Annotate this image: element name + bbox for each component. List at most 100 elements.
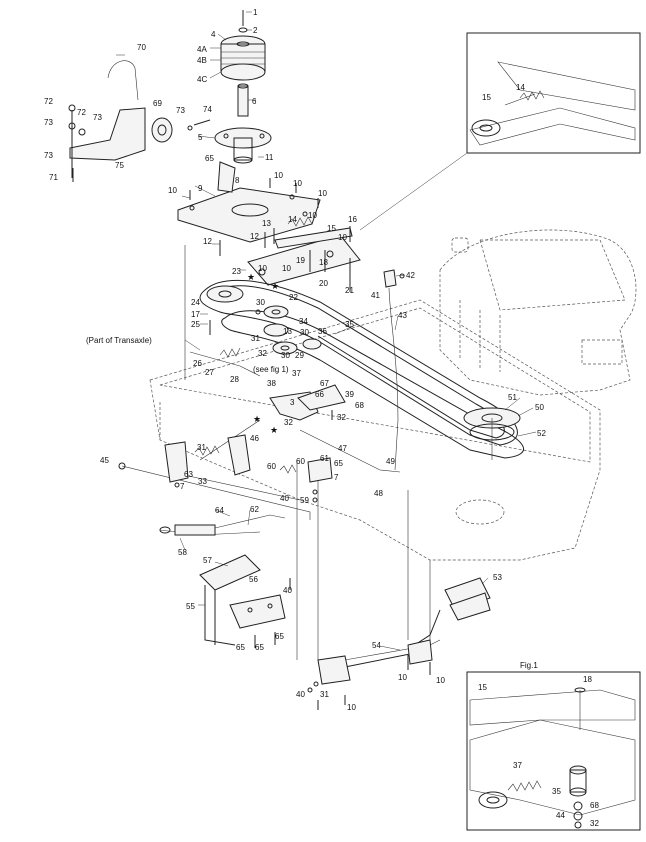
callout-40c: 40 [296,690,305,699]
star-marker: ★ [271,282,279,292]
callout-51: 51 [508,393,517,402]
detail-inset-fig1: Fig.1 15 18 37 35 68 44 32 [466,661,641,831]
callout-65e: 65 [255,643,264,652]
callout-32-fig1: 32 [590,819,599,828]
callout-74: 74 [203,105,212,114]
callout-34: 34 [299,317,308,326]
callout-73d: 73 [44,151,53,160]
callout-32b: 32 [284,418,293,427]
callout-10c: 10 [293,179,302,188]
callout-75: 75 [115,161,124,170]
callout-29: 29 [295,351,304,360]
note-part-of-transaxle: (Part of Transaxle) [86,336,152,345]
callout-37: 37 [292,369,301,378]
callout-4: 4 [211,30,216,39]
mounting-plate [177,161,321,243]
callout-1: 1 [253,8,258,17]
chassis-frame [149,299,601,561]
center-levers [164,384,346,483]
callout-36: 36 [318,327,327,336]
callout-26: 26 [193,359,202,368]
callout-45: 45 [100,456,109,465]
callout-61: 61 [320,454,329,463]
callout-66: 66 [315,390,324,399]
callout-5: 5 [198,133,203,142]
callout-10k: 10 [347,703,356,712]
callout-60b: 60 [267,462,276,471]
callout-11: 11 [265,153,274,162]
callout-65b: 65 [334,459,343,468]
drive-belts [199,279,525,459]
callout-20: 20 [319,279,328,288]
callout-60a: 60 [296,457,305,466]
callout-12a: 12 [250,232,259,241]
callout-10d: 10 [318,189,327,198]
callout-30b: 30 [300,328,309,337]
callout-52: 52 [537,429,546,438]
callout-54: 54 [372,641,381,650]
callout-13b: 13 [283,327,292,336]
callout-30c: 30 [281,351,290,360]
callout-48: 48 [374,489,383,498]
callout-17: 17 [191,310,200,319]
callout-18: 18 [319,258,328,267]
callout-39: 39 [345,390,354,399]
callout-44-fig1: 44 [556,811,565,820]
brake-pedal-assembly [199,554,286,646]
callout-10a: 10 [168,186,177,195]
electric-clutch-assembly [214,10,272,164]
callout-31c: 31 [320,690,329,699]
callout-65d: 65 [236,643,245,652]
callout-32a: 32 [258,349,267,358]
callout-35-fig1: 35 [552,787,561,796]
callout-72a: 72 [44,97,53,106]
callout-4C: 4C [197,75,207,84]
callout-10f: 10 [338,233,347,242]
engine [439,229,637,396]
callout-72b: 72 [77,108,86,117]
callout-32c: 32 [337,413,346,422]
callout-68-fig1: 68 [590,801,599,810]
callout-3: 3 [290,398,295,407]
callout-64: 64 [215,506,224,515]
note-see-fig-1: (see fig 1) [253,365,289,374]
callout-40a: 40 [280,494,289,503]
callout-10b: 10 [274,171,283,180]
callout-18-fig1: 18 [583,675,592,684]
callout-68: 68 [355,401,364,410]
foot-pedal-assembly [317,577,491,685]
callout-7a: 7 [334,473,339,482]
callout-69: 69 [153,99,162,108]
callout-10g: 10 [258,264,267,273]
callout-14: 14 [288,215,297,224]
callout-70: 70 [137,43,146,52]
callout-71: 71 [49,173,58,182]
fasteners [72,168,431,710]
detail-inset-top: 14 15 [359,32,641,231]
callout-10j: 10 [436,676,445,685]
pulleys [206,285,521,460]
callout-27: 27 [205,368,214,377]
callout-65c: 65 [275,632,284,641]
callout-46: 46 [250,434,259,443]
callout-23: 23 [232,267,241,276]
callout-16: 16 [348,215,357,224]
callout-13: 13 [262,219,271,228]
callout-56: 56 [249,575,258,584]
star-marker: ★ [247,273,255,283]
callout-10e: 10 [308,211,317,220]
control-cable [383,269,405,471]
callout-7b: 7 [180,482,185,491]
callout-40b: 40 [283,586,292,595]
callout-73a: 73 [44,118,53,127]
callout-10h: 10 [282,264,291,273]
callout-15-inset: 15 [482,93,491,102]
callout-31b: 31 [197,443,206,452]
callouts: 1 2 4 4A 4B 4C 6 5 65 11 8 70 72 72 73 7… [44,8,546,712]
callout-43: 43 [398,311,407,320]
callout-21: 21 [345,286,354,295]
callout-58: 58 [178,548,187,557]
callout-55: 55 [186,602,195,611]
callout-67: 67 [320,379,329,388]
